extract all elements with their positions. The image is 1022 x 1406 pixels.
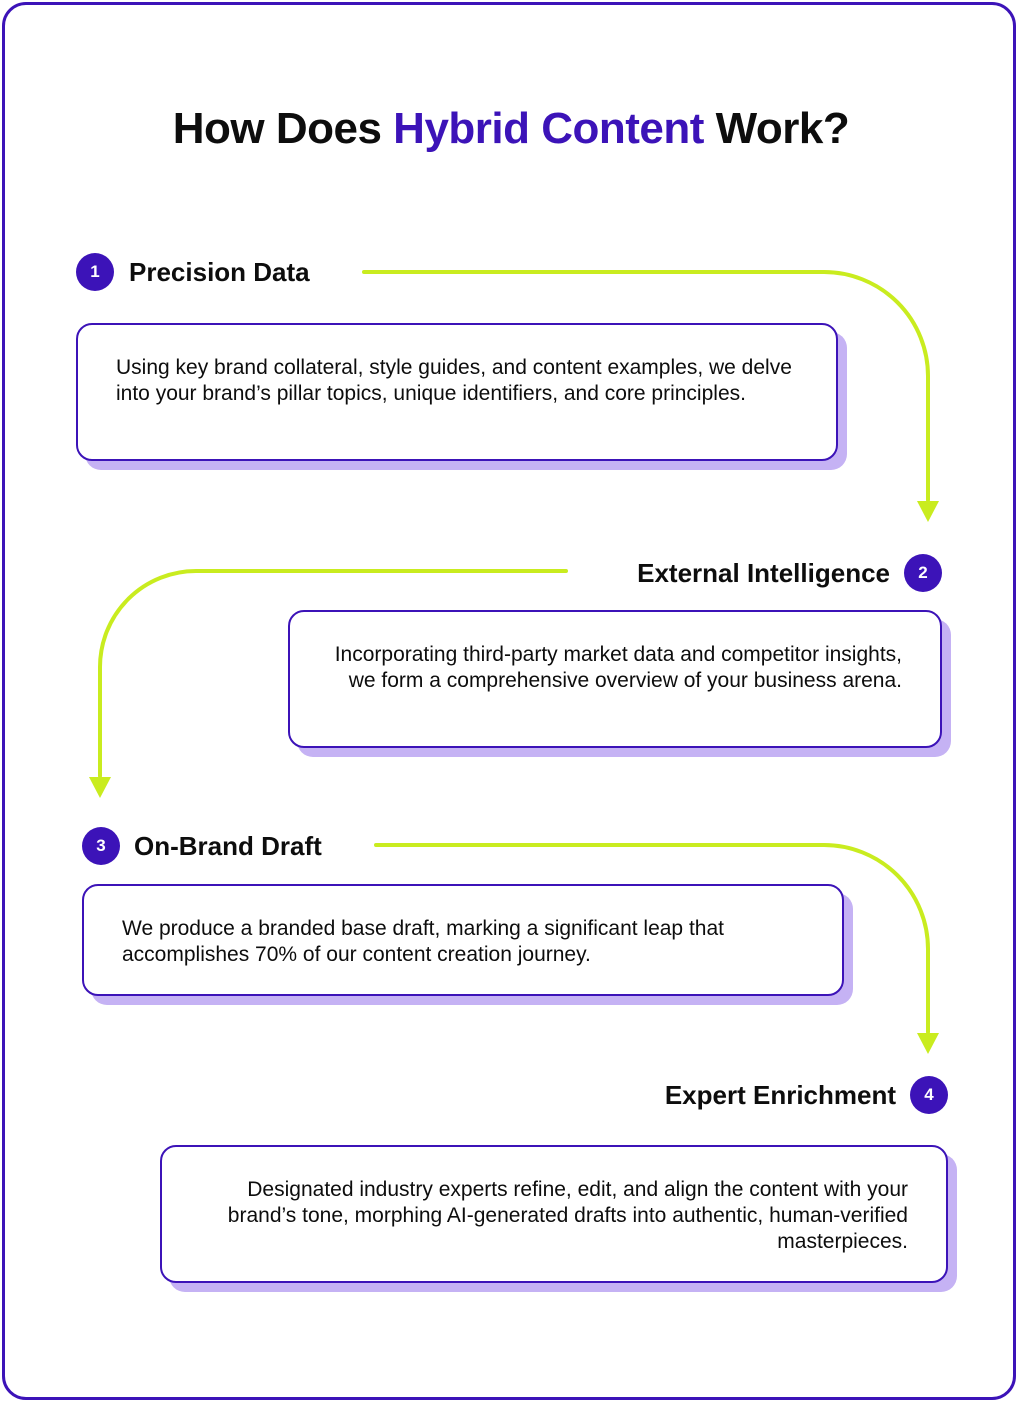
step-2-card: Incorporating third-party market data an…	[288, 610, 942, 748]
step-3-card: We produce a branded base draft, marking…	[82, 884, 844, 996]
step-4-card: Designated industry experts refine, edit…	[160, 1145, 948, 1283]
step-2-description: Incorporating third-party market data an…	[334, 643, 902, 692]
step-3-number-badge: 3	[82, 827, 120, 865]
arrowhead-2	[89, 777, 111, 798]
title-highlight: Hybrid Content	[393, 104, 704, 153]
step-2-number-badge: 2	[904, 554, 942, 592]
arrowhead-3	[917, 1033, 939, 1054]
step-1-number-badge: 1	[76, 253, 114, 291]
connector-2-to-3	[98, 569, 568, 778]
step-3-heading: On-Brand Draft	[134, 831, 322, 861]
step-4-number-badge: 4	[910, 1076, 948, 1114]
step-3-description: We produce a branded base draft, marking…	[122, 917, 724, 966]
step-4-description: Designated industry experts refine, edit…	[227, 1178, 908, 1253]
connector-1-to-2	[362, 270, 930, 502]
step-1-card: Using key brand collateral, style guides…	[76, 323, 838, 461]
step-1-heading: Precision Data	[129, 257, 310, 287]
step-2-heading: External Intelligence	[637, 558, 890, 588]
page-title: How Does Hybrid Content Work?	[172, 104, 850, 153]
step-4-heading: Expert Enrichment	[664, 1080, 896, 1110]
connector-3-to-4	[374, 843, 930, 1034]
arrowhead-1	[917, 501, 939, 522]
step-1-description: Using key brand collateral, style guides…	[116, 356, 792, 405]
